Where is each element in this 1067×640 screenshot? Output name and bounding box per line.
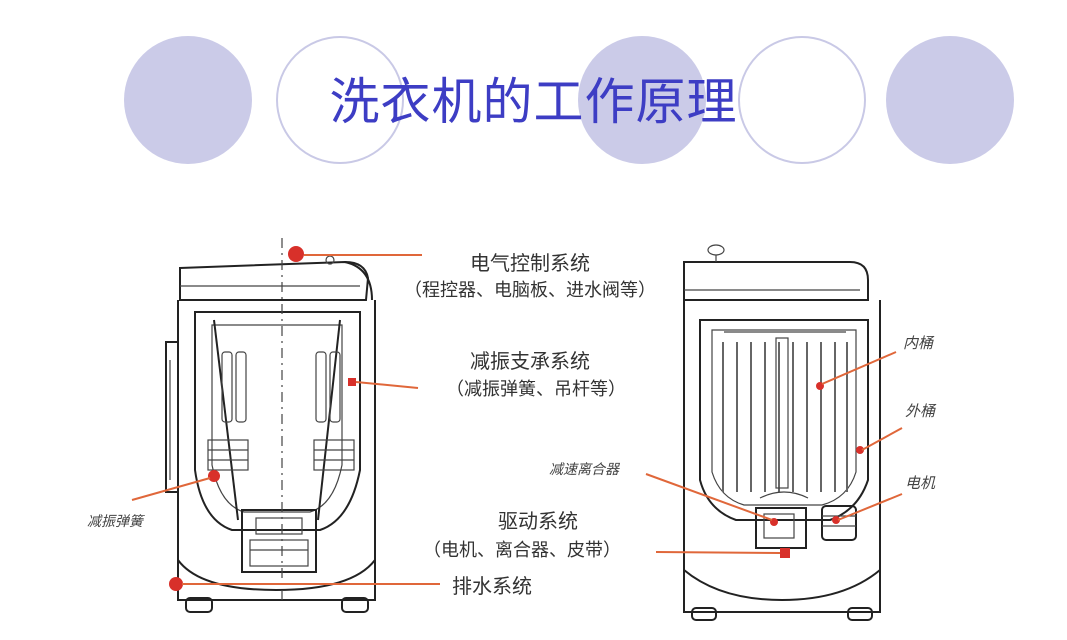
- decor-circle-4: [738, 36, 866, 164]
- decor-circle-5: [886, 36, 1014, 164]
- leader-belt: [655, 551, 781, 554]
- left-machine-drawing: [165, 238, 376, 613]
- leader-inner-tub: [821, 351, 897, 385]
- label-damping-title: 减振支承系统: [470, 349, 590, 373]
- leader-spring: [131, 477, 211, 501]
- label-drain: 排水系统: [452, 574, 532, 598]
- decor-circle-3: [578, 36, 706, 164]
- page-title: 洗衣机的工作原理: [329, 73, 738, 131]
- leader-motor: [837, 493, 903, 521]
- label-inner-tub: 内桶: [903, 334, 935, 352]
- right-machine-drawing: [683, 244, 881, 621]
- inner-tub-perforations: [722, 342, 848, 492]
- label-motor: 电机: [905, 474, 936, 492]
- leader-outer-tub: [861, 427, 903, 451]
- decor-circle-1: [124, 36, 252, 164]
- label-drive-title: 驱动系统: [498, 509, 578, 533]
- label-control-detail: （程控器、电脑板、进水阀等）: [404, 280, 656, 301]
- label-control-title: 电气控制系统: [470, 251, 590, 275]
- label-clutch: 减速离合器: [549, 462, 621, 478]
- label-drive-detail: （电机、离合器、皮带）: [423, 540, 621, 561]
- label-outer-tub: 外桶: [905, 402, 937, 420]
- label-damping-detail: （减振弹簧、吊杆等）: [446, 379, 626, 400]
- leader-clutch: [645, 473, 773, 521]
- leader-damping: [355, 381, 419, 389]
- decor-circle-2: [276, 36, 404, 164]
- label-spring: 减振弹簧: [87, 514, 145, 530]
